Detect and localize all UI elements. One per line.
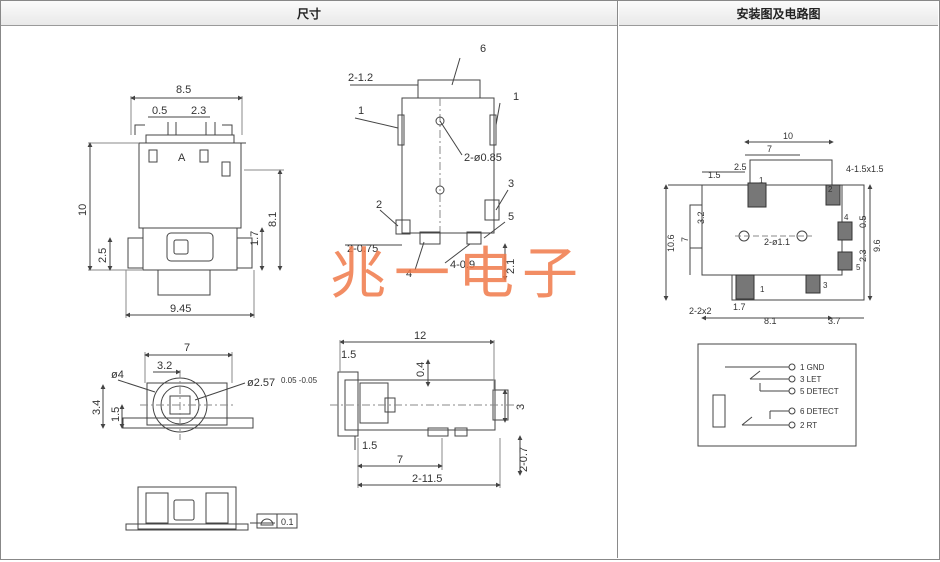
- fp-hole: 2-ø1.1: [764, 237, 790, 247]
- fp-dim-a: 7: [767, 144, 772, 154]
- jack-letter: A: [178, 152, 186, 164]
- fp-pad-1: 1: [759, 176, 764, 185]
- pin-height: 4-0.9: [450, 259, 475, 271]
- fp-dim-d: 3.2: [696, 211, 706, 224]
- pin-width: 2-0.75: [347, 243, 378, 255]
- pin2-label: 2: [376, 199, 382, 211]
- bottom-height-b: 1.5: [110, 407, 122, 422]
- fp-dim-g: 2.3: [858, 249, 868, 262]
- flatness-value: 0.1: [281, 517, 294, 527]
- circuit-pin-2: 2 RT: [800, 421, 817, 430]
- fp-dim-f: 9.6: [872, 239, 882, 252]
- fp-height-b: 7: [680, 237, 690, 242]
- fp-dim-e: 0.5: [858, 215, 868, 228]
- dim-g: 0.4: [415, 362, 427, 377]
- watermark-text: 兆一电子: [330, 242, 586, 307]
- bottom-height: 3.4: [91, 400, 103, 415]
- dim-width-top: 8.5: [176, 84, 191, 96]
- bottom-small-diameter: ø2.57: [247, 377, 275, 389]
- dim-l: 2-11.5: [412, 473, 442, 485]
- pin-pitch: 2-1.2: [348, 72, 373, 84]
- fp-pad-5: 5: [856, 263, 861, 272]
- bottom-width: 7: [184, 342, 190, 354]
- pin3-label: 3: [508, 178, 514, 190]
- dim-b: 2.3: [191, 105, 206, 117]
- dim-h: 3: [515, 404, 527, 410]
- fp-dim-j: 3.7: [828, 316, 841, 326]
- fp-pad-4: 4: [844, 213, 849, 222]
- dim-k: 2-0.7: [518, 447, 530, 472]
- footprint-labels: 10 7 2.5 1.5 4-1.5x1.5 10.6 7 3.2 2-ø1.1…: [666, 131, 884, 326]
- side-view-drawing: [345, 57, 509, 281]
- pin1b-label: 1: [513, 91, 519, 103]
- dimensions-header: 尺寸: [1, 1, 617, 26]
- bottom-diameter: ø4: [111, 369, 124, 381]
- top-length: 12: [414, 330, 426, 342]
- circuit-pin-6: 6 DETECT: [800, 407, 839, 416]
- front-view-labels: 8.5 0.5 2.3 A 10 8.1 1.7 2.5 9.45: [77, 84, 279, 315]
- dim-f: 1.5: [341, 349, 356, 361]
- circuit-labels: 1 GND 3 LET 5 DETECT 6 DETECT 2 RT: [800, 363, 839, 430]
- diameter-tolerance: 0.05 -0.05: [281, 376, 318, 385]
- installation-header: 安装图及电路图: [619, 1, 938, 26]
- top-view-labels: 12 1.5 0.4 3 1.5 7 2-0.7 2-11.5: [341, 330, 530, 485]
- circuit-pin-1: 1 GND: [800, 363, 825, 372]
- pin5-label: 5: [508, 211, 514, 223]
- dim-d: 2.5: [97, 248, 109, 263]
- pin4-label: 4: [406, 268, 412, 280]
- dim-a: 0.5: [152, 105, 167, 117]
- fp-width: 10: [783, 131, 793, 141]
- dim-i: 1.5: [362, 440, 377, 452]
- fp-height: 10.6: [666, 234, 676, 252]
- bottom-view-drawing: [100, 352, 254, 440]
- front-view-drawing: [87, 95, 284, 318]
- bottom-view-labels: 7 3.2 ø4 ø2.57 0.05 -0.05 3.4 1.5: [91, 342, 318, 422]
- footprint-pads: [735, 182, 853, 300]
- pin6-label: 6: [480, 43, 486, 55]
- dim-height: 10: [77, 204, 89, 216]
- fp-dim-b: 2.5: [734, 162, 747, 172]
- top-view-drawing: [330, 339, 523, 488]
- circuit-diagram: [697, 343, 857, 447]
- pin1-label: 1: [358, 105, 364, 117]
- fp-slot: 2-2x2: [689, 306, 712, 316]
- dim-width-bottom: 9.45: [170, 303, 191, 315]
- dim-height-b: 8.1: [267, 212, 279, 227]
- fp-pad-2: 2: [828, 185, 833, 194]
- side-view-labels: 2-1.2 6 1 1 2-ø0.85 3 2 5 2-0.75 4 4-0.9…: [347, 43, 519, 280]
- hole-label: 2-ø0.85: [464, 152, 502, 164]
- fp-dim-c: 1.5: [708, 170, 721, 180]
- fp-pad-size: 4-1.5x1.5: [846, 164, 884, 174]
- bottom-offset: 3.2: [157, 360, 172, 372]
- column-divider: [617, 1, 618, 558]
- fp-pad-1b: 1: [760, 285, 765, 294]
- dim-c: 1.7: [249, 231, 261, 246]
- dim-j: 7: [397, 454, 403, 466]
- end-view-drawing: [125, 486, 298, 531]
- fp-dim-i: 8.1: [764, 316, 777, 326]
- dim-e: 2.1: [505, 259, 517, 274]
- circuit-pin-3: 3 LET: [800, 375, 821, 384]
- fp-dim-h: 1.7: [733, 302, 746, 312]
- fp-pad-3: 3: [823, 281, 828, 290]
- circuit-pin-5: 5 DETECT: [800, 387, 839, 396]
- end-view-labels: 0.1: [281, 517, 294, 527]
